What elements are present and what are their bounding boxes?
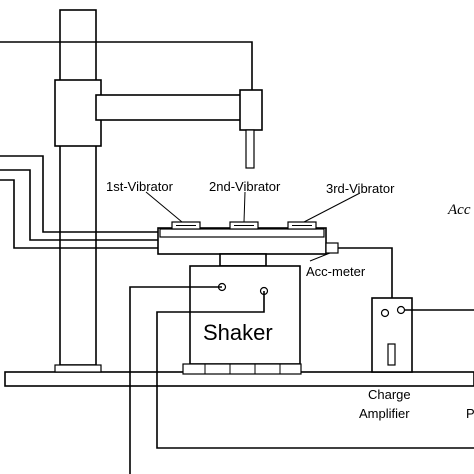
shaker-cable-1 [129,286,222,474]
charge-amp-display [387,343,396,366]
vibrator-1-label: 1st-Vibrator [106,179,174,194]
right-bottom-label-fragment: P [466,406,474,421]
right-edge-label-fragment: Acc [447,202,471,218]
shaker-neck [219,253,267,267]
left-cable-3 [0,179,160,249]
left-cable-1 [0,155,170,233]
vibrator-3-label: 3rd-Vibrator [326,181,395,196]
acc-meter-label: Acc-meter [306,264,366,279]
left-cable-2 [0,169,160,241]
leader-vibrator-2 [243,191,246,223]
charge-amplifier-label-line2: Amplifier [359,406,410,421]
vibrator-2-label: 2nd-Vibrator [209,179,281,194]
leader-acc-meter [309,252,331,262]
leader-vibrator-1 [145,191,183,223]
stand-column [59,9,97,366]
stand-arm [95,94,242,121]
holder-rod [245,129,255,169]
shaker-cable-2 [156,291,474,449]
acc-meter-sensor [325,242,339,254]
shaker-label: Shaker [203,320,273,345]
charge-amp-knob-1 [380,308,390,318]
acc-meter-cable [338,247,393,298]
shaker-body [189,265,301,365]
stand-collar [54,79,102,147]
stand-foot [54,364,102,373]
top-cable [0,41,253,90]
charge-amplifier-label-line1: Charge [368,387,411,402]
charge-amp-knob-2 [396,305,406,315]
leader-vibrator-3 [303,192,361,223]
holder-block [239,89,263,131]
shaker-base [182,363,302,375]
plate-top-strip [159,228,325,238]
